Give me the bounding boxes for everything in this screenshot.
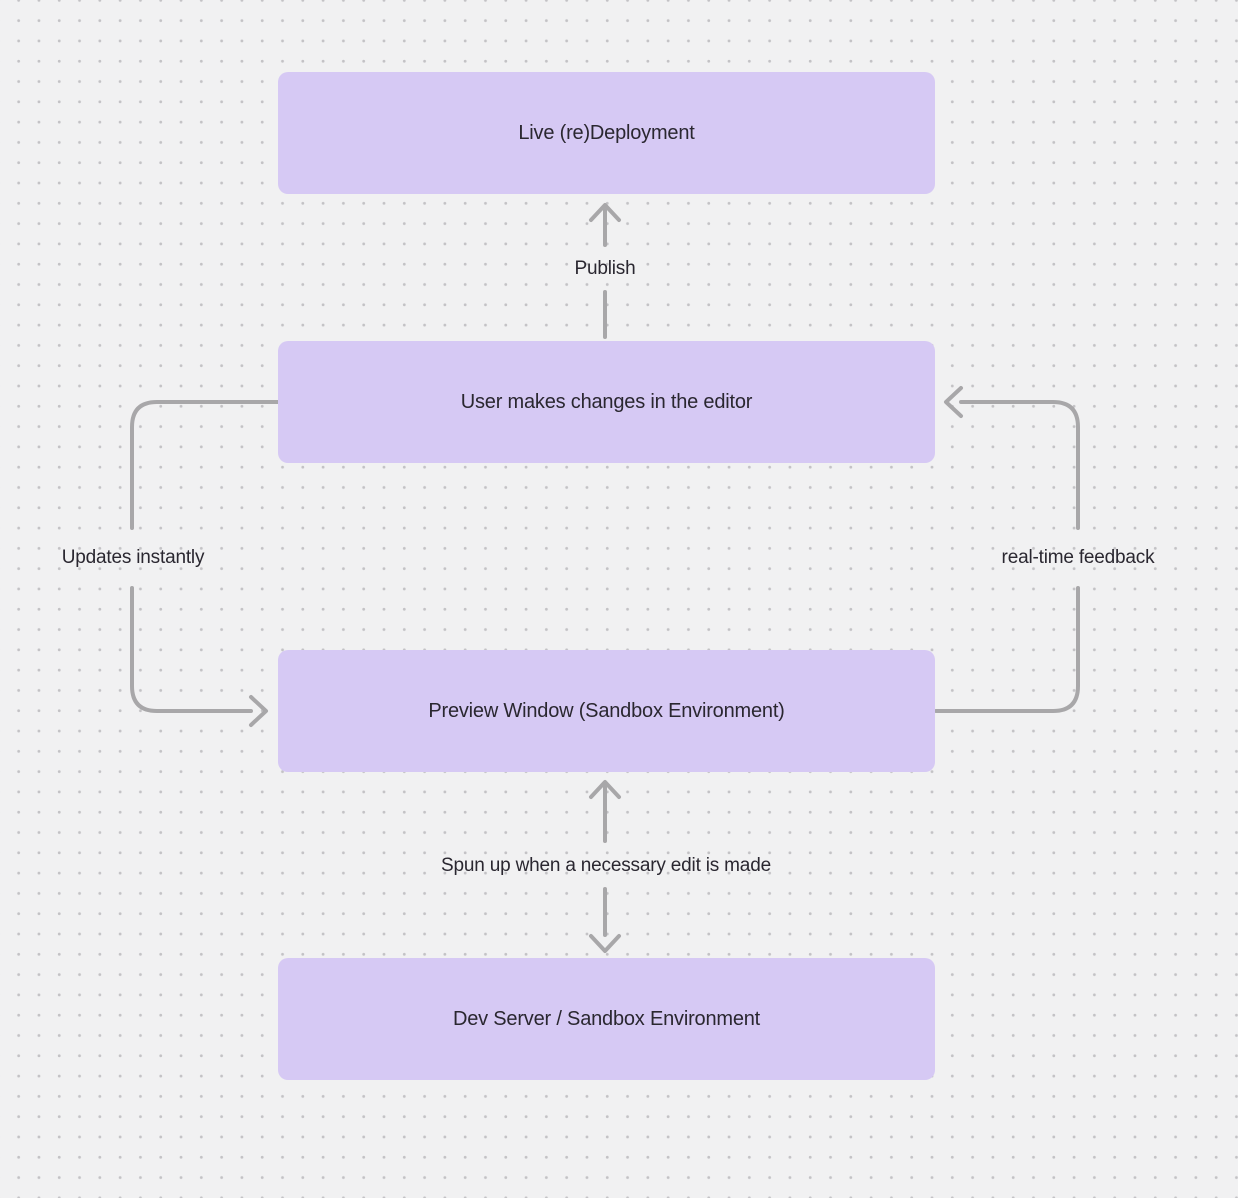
edge-label-publish[interactable]: Publish: [574, 258, 636, 279]
node-dev-server[interactable]: Dev Server / Sandbox Environment: [278, 958, 935, 1080]
node-live-deployment[interactable]: Live (re)Deployment: [278, 72, 935, 194]
arrow-stem: [130, 586, 253, 713]
arrow-head-left-icon: [944, 386, 963, 418]
node-label: User makes changes in the editor: [460, 390, 753, 413]
arrow-publish[interactable]: [589, 203, 621, 339]
arrow-head-down-icon: [589, 934, 621, 953]
edge-label-spun-up[interactable]: Spun up when a necessary edit is made: [441, 855, 771, 876]
node-preview-window[interactable]: Preview Window (Sandbox Environment): [278, 650, 935, 772]
arrow-updates-instantly[interactable]: [130, 400, 280, 727]
node-editor[interactable]: User makes changes in the editor: [278, 341, 935, 463]
arrow-realtime-feedback[interactable]: [934, 386, 1080, 713]
node-label: Preview Window (Sandbox Environment): [428, 699, 785, 722]
arrow-head-up-icon: [589, 203, 621, 222]
arrow-stem: [959, 400, 1080, 530]
arrow-stem: [934, 586, 1080, 713]
arrow-spun-up[interactable]: [589, 780, 621, 953]
arrow-head-right-icon: [249, 695, 268, 727]
arrow-stem: [130, 400, 280, 530]
node-label: Dev Server / Sandbox Environment: [452, 1007, 761, 1030]
edge-label-updates-instantly[interactable]: Updates instantly: [61, 547, 205, 568]
edge-label-realtime-feedback[interactable]: real-time feedback: [1001, 547, 1155, 568]
arrow-head-up-icon: [589, 780, 621, 799]
node-label: Live (re)Deployment: [518, 121, 695, 144]
